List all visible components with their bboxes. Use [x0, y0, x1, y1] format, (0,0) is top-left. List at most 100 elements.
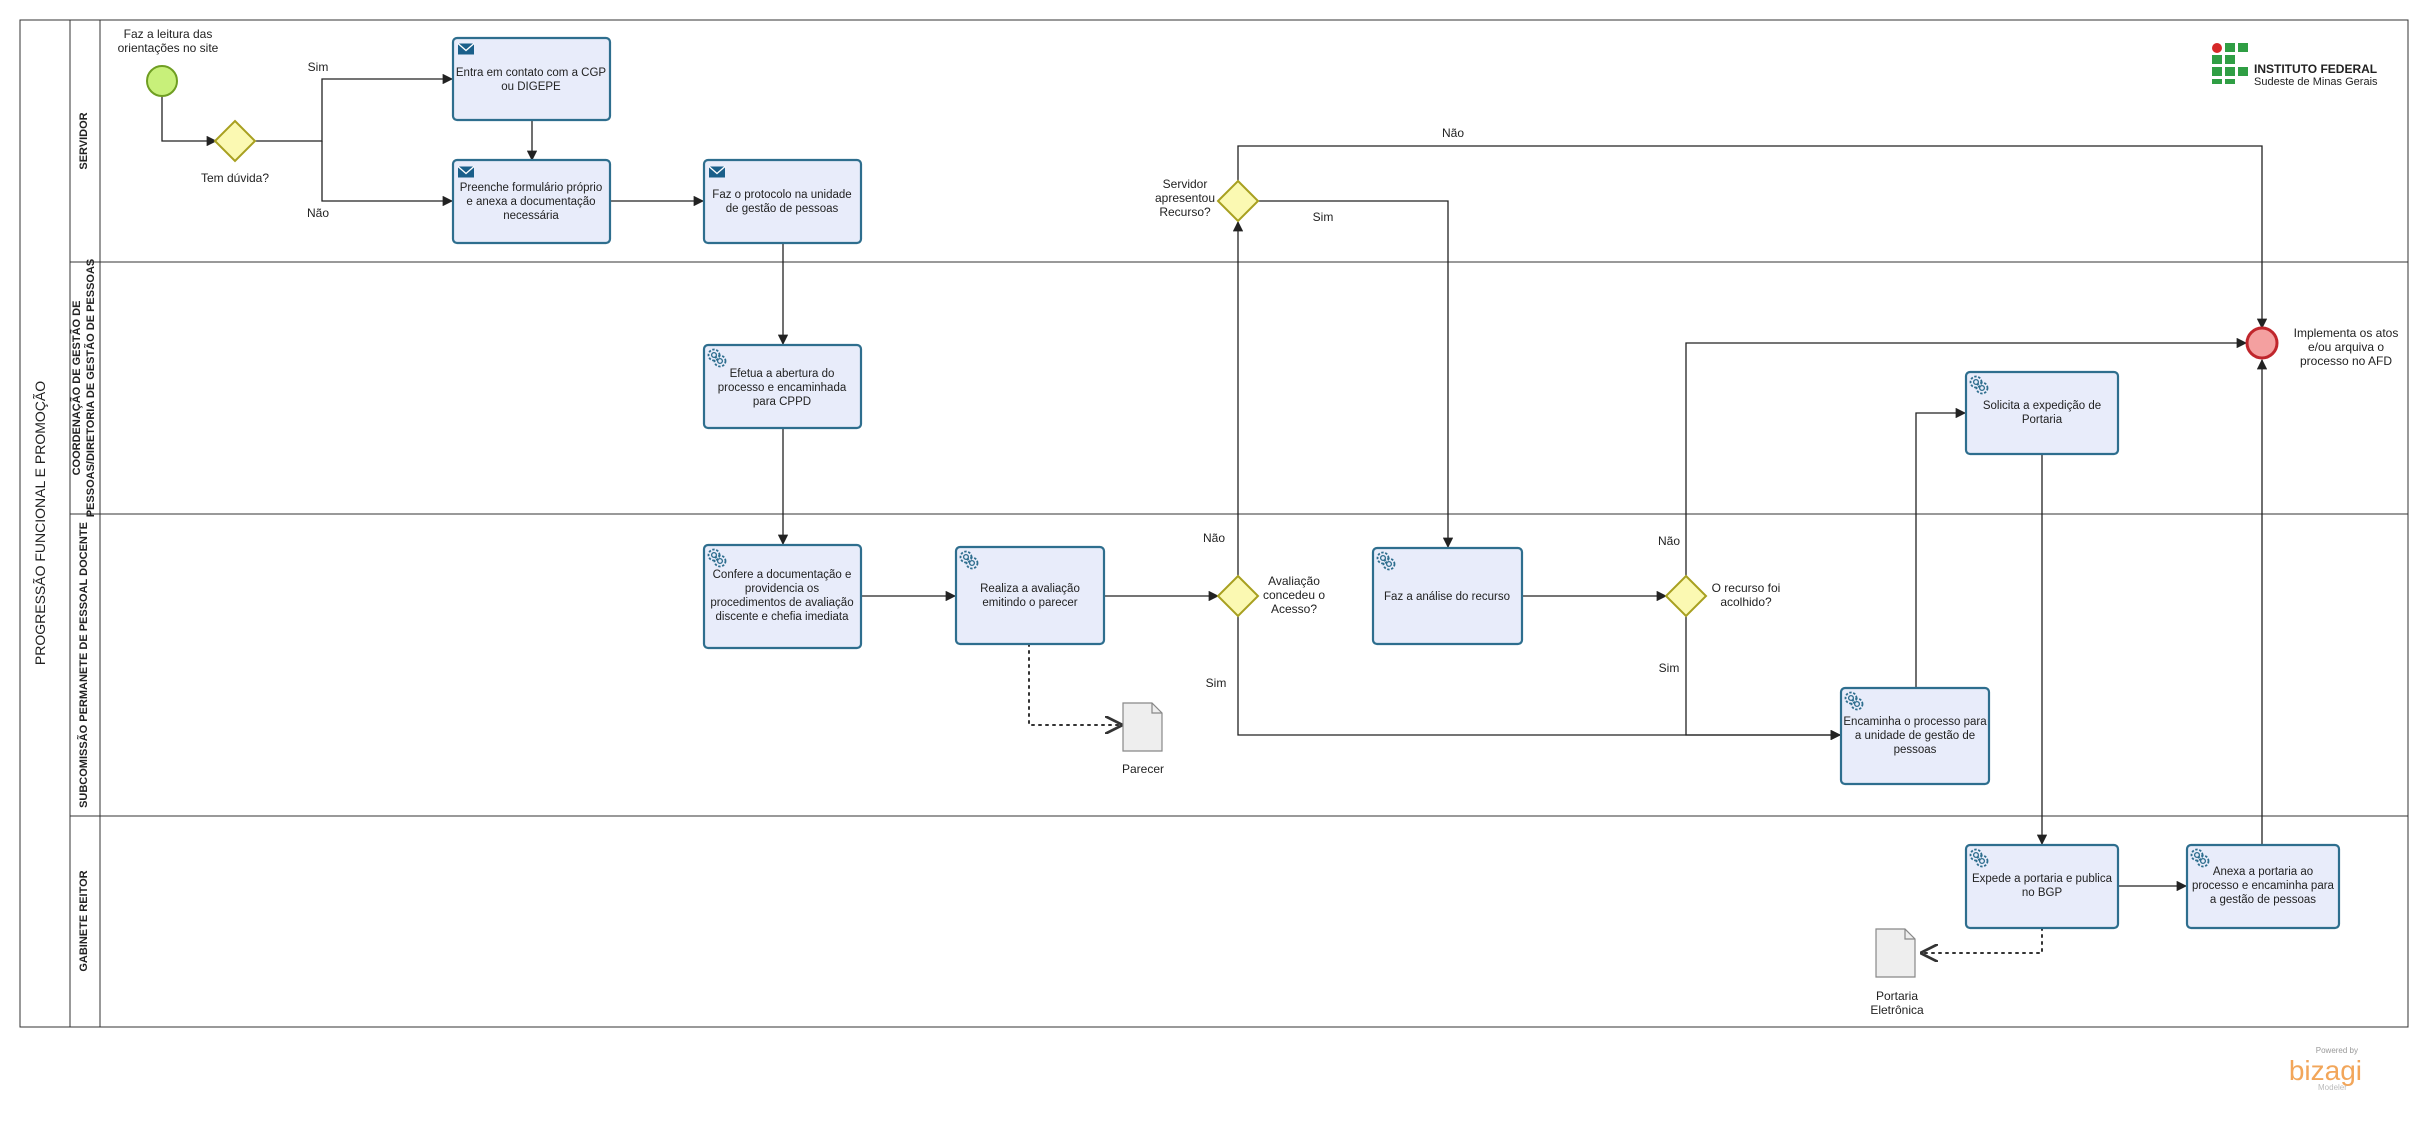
task-entra-em-contato[interactable]: Entra em contato com a CGP ou DIGEPE: [451, 36, 612, 122]
svg-text:PESSOAS/DIRETORIA DE GESTÃO DE: PESSOAS/DIRETORIA DE GESTÃO DE PESSOAS: [84, 259, 97, 518]
start-event-label: Faz a leitura das: [124, 27, 213, 41]
task-confere-documentacao[interactable]: Confere a documentação e providencia os …: [702, 543, 863, 650]
gateway-duvida[interactable]: Tem dúvida?: [201, 119, 269, 185]
document-icon: [1122, 702, 1163, 752]
task-label: Efetua a abertura do: [730, 368, 835, 380]
task-efetua-abertura[interactable]: Efetua a abertura do processo e encaminh…: [702, 343, 863, 430]
lane-label-subcomissao: SUBCOMISSÃO PERMANETE DE PESSOAL DOCENTE: [77, 522, 90, 808]
task-preenche-formulario[interactable]: Preenche formulário próprio e anexa a do…: [451, 158, 612, 245]
gateway-acolhido-label-2: acolhido?: [1720, 595, 1772, 609]
task-label-2: Portaria: [2022, 414, 2063, 426]
task-label-2: processo e encaminhada: [718, 382, 847, 394]
gateway-avaliacao-label: Avaliação: [1268, 574, 1320, 588]
task-label-3: necessária: [503, 210, 559, 222]
watermark-product: Modeler: [2318, 1083, 2347, 1092]
end-event[interactable]: Implementa os atos e/ou arquiva o proces…: [2245, 326, 2399, 368]
gateway-acolhido-label: O recurso foi: [1712, 581, 1781, 595]
watermark-powered: Powered by: [2316, 1046, 2358, 1055]
flow-labels: Sim Não Não Sim Não Sim Não Sim: [307, 60, 1680, 690]
end-event-label-3: processo no AFD: [2300, 354, 2392, 368]
task-label: Confere a documentação e: [713, 569, 852, 581]
task-realiza-avaliacao[interactable]: Realiza a avaliação emitindo o parecer: [954, 545, 1106, 646]
envelope-icon: [457, 165, 475, 179]
flow-encaminha-to-solicita: [1915, 407, 1967, 688]
gateway-recurso-acolhido[interactable]: O recurso foi acolhido?: [1664, 574, 1781, 618]
flow-avaliacao-sim: [1237, 616, 1842, 741]
label-sim-avaliacao: Sim: [1206, 676, 1227, 690]
gateway-duvida-label: Tem dúvida?: [201, 171, 269, 185]
flow-recurso-sim: [1258, 200, 1454, 549]
envelope-icon: [457, 42, 475, 56]
logo-title: INSTITUTO FEDERAL: [2254, 62, 2377, 76]
lane-dividers: [70, 261, 2408, 817]
start-event-circle[interactable]: [146, 65, 178, 97]
logo-subtitle: Sudeste de Minas Gerais: [2254, 76, 2378, 88]
flow-acolhido-nao: [1685, 337, 2248, 576]
gateway-avaliacao-label-3: Acesso?: [1271, 602, 1317, 616]
task-label-3: a gestão de pessoas: [2210, 894, 2316, 906]
envelope-icon: [708, 165, 726, 179]
task-label-2: no BGP: [2022, 887, 2063, 899]
lane-label-coordenacao: COORDENAÇÃO DE GESTÃO DE PESSOAS/DIRETOR…: [70, 259, 97, 518]
gateway-avaliacao[interactable]: Avaliação concedeu o Acesso?: [1216, 574, 1325, 618]
gateway-avaliacao-label-2: concedeu o: [1263, 588, 1325, 602]
data-object-label: Parecer: [1122, 762, 1164, 776]
task-label-2: e anexa a documentação: [466, 196, 595, 208]
data-object-parecer[interactable]: Parecer: [1122, 702, 1164, 776]
gateway-recurso-label-3: Recurso?: [1159, 205, 1211, 219]
task-expede-portaria[interactable]: Expede a portaria e publica no BGP: [1964, 843, 2120, 930]
task-label-2: de gestão de pessoas: [726, 203, 839, 215]
end-event-circle[interactable]: [2245, 326, 2279, 360]
task-label: Faz a análise do recurso: [1384, 591, 1510, 603]
pool: PROGRESSÃO FUNCIONAL E PROMOÇÃO: [19, 19, 2409, 1028]
flow-duvida-sim: [253, 73, 454, 142]
end-event-label: Implementa os atos: [2294, 326, 2399, 340]
pool-title: PROGRESSÃO FUNCIONAL E PROMOÇÃO: [32, 381, 48, 665]
start-event-label-2: orientações no site: [118, 41, 219, 55]
svg-text:COORDENAÇÃO DE GESTÃO DE: COORDENAÇÃO DE GESTÃO DE: [70, 301, 83, 476]
label-nao-acolhido: Não: [1658, 534, 1680, 548]
label-nao-duvida: Não: [307, 206, 329, 220]
start-event[interactable]: Faz a leitura das orientações no site: [118, 27, 219, 97]
task-label-3: procedimentos de avaliação: [710, 597, 853, 609]
association-portaria: [1922, 927, 2043, 953]
task-analise-recurso[interactable]: Faz a análise do recurso: [1371, 546, 1524, 646]
end-event-label-2: e/ou arquiva o: [2308, 340, 2384, 354]
task-label-2: ou DIGEPE: [501, 81, 561, 93]
task-label: Realiza a avaliação: [980, 583, 1080, 595]
task-label: Anexa a portaria ao: [2213, 866, 2313, 878]
document-icon: [1875, 928, 1916, 978]
task-anexa-portaria[interactable]: Anexa a portaria ao processo e encaminha…: [2185, 843, 2341, 930]
label-sim-recurso: Sim: [1313, 210, 1334, 224]
watermark-brand: bizagi: [2289, 1055, 2362, 1086]
flow-recurso-nao: [1237, 145, 2268, 330]
task-label-2: emitindo o parecer: [982, 597, 1077, 609]
flow-start-to-duvida: [161, 97, 218, 147]
task-label: Solicita a expedição de: [1983, 400, 2101, 412]
data-object-label-2: Eletrônica: [1870, 1003, 1924, 1017]
task-label: Preenche formulário próprio: [460, 182, 603, 194]
task-label: Expede a portaria e publica: [1972, 873, 2113, 885]
gateway-recurso-label: Servidor: [1163, 177, 1208, 191]
task-label-3: pessoas: [1894, 744, 1937, 756]
task-label-4: discente e chefia imediata: [716, 611, 850, 623]
data-object-label: Portaria: [1876, 989, 1918, 1003]
label-nao-avaliacao: Não: [1203, 531, 1225, 545]
task-label-3: para CPPD: [753, 396, 811, 408]
task-label-2: providencia os: [745, 583, 819, 595]
task-label: Entra em contato com a CGP: [456, 67, 607, 79]
label-nao-recurso: Não: [1442, 126, 1464, 140]
gateway-recurso-apresentado[interactable]: Servidor apresentou Recurso?: [1155, 177, 1260, 223]
sequence-flows: [161, 73, 2268, 892]
lane-label-servidor: SERVIDOR: [78, 112, 90, 169]
task-solicita-portaria[interactable]: Solicita a expedição de Portaria: [1964, 370, 2120, 456]
lane-label-gabinete: GABINETE REITOR: [78, 870, 90, 971]
label-sim-acolhido: Sim: [1659, 661, 1680, 675]
task-encaminha-processo[interactable]: Encaminha o processo para a unidade de g…: [1839, 686, 1991, 786]
task-label-2: a unidade de gestão de: [1855, 730, 1975, 742]
gateway-recurso-label-2: apresentou: [1155, 191, 1215, 205]
bizagi-watermark: Powered by bizagi Modeler: [2289, 1046, 2362, 1092]
data-object-portaria[interactable]: Portaria Eletrônica: [1870, 928, 1924, 1017]
label-sim-duvida: Sim: [308, 60, 329, 74]
task-faz-protocolo[interactable]: Faz o protocolo na unidade de gestão de …: [702, 158, 863, 245]
